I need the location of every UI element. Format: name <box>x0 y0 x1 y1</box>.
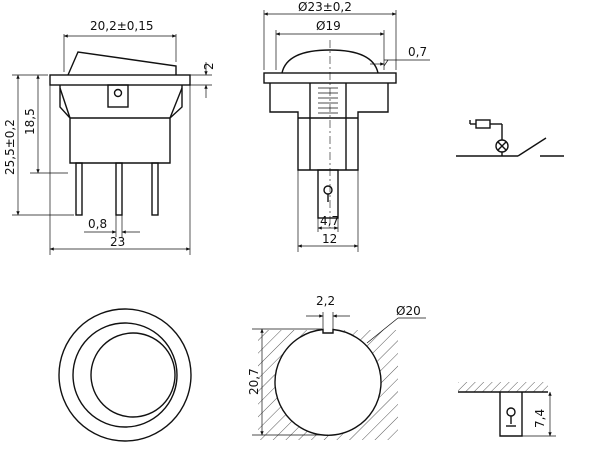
dim-cutout-diameter: Ø20 <box>396 304 421 318</box>
front-flange <box>49 74 191 86</box>
front-clip <box>107 84 129 108</box>
cutout-circle <box>274 328 382 436</box>
dim-side-body-width: 12 <box>322 232 337 246</box>
pin-left <box>75 162 83 216</box>
ring-outer <box>58 308 192 442</box>
dim-front-height-body: 18,5 <box>23 108 37 135</box>
side-terminal <box>317 169 339 219</box>
circuit-symbol <box>456 119 564 157</box>
top-ring-view <box>58 308 192 442</box>
mount-detail: 7,4 <box>458 382 556 437</box>
front-view: 20,2±0,15 2 25,5±0,2 18,5 0,8 23 <box>3 19 216 255</box>
resistor-symbol <box>475 119 491 129</box>
dim-side-flange: 0,7 <box>408 45 427 59</box>
dim-side-terminal-width: 4,7 <box>320 214 339 228</box>
pin-right <box>151 162 159 216</box>
side-spring <box>318 87 338 114</box>
dim-cutout-height: 20,7 <box>247 368 261 395</box>
side-view: Ø23±0,2 Ø19 0,7 4,7 12 <box>263 0 430 252</box>
dim-cutout-tab: 2,2 <box>316 294 335 308</box>
dim-front-top-width: 20,2±0,15 <box>90 19 154 33</box>
mount-tab <box>499 392 523 437</box>
ring-inner <box>90 332 176 418</box>
dim-mount-height: 7,4 <box>533 409 547 428</box>
dim-front-width: 23 <box>110 235 125 249</box>
dim-front-step: 2 <box>202 62 216 70</box>
ring-middle <box>72 322 178 428</box>
dim-side-cap-diameter: Ø19 <box>316 19 341 33</box>
rocker-actuator <box>67 51 177 76</box>
dim-front-height-total: 25,5±0,2 <box>3 119 17 175</box>
dim-side-outer-diameter: Ø23±0,2 <box>298 0 352 14</box>
side-body <box>269 83 389 171</box>
panel-cutout-view: 2,2 Ø20 20,7 <box>247 294 426 440</box>
dim-pin-width: 0,8 <box>88 217 107 231</box>
switch-contact <box>517 137 547 157</box>
front-body <box>59 85 183 164</box>
side-dome <box>281 49 379 74</box>
pin-middle <box>115 162 123 216</box>
